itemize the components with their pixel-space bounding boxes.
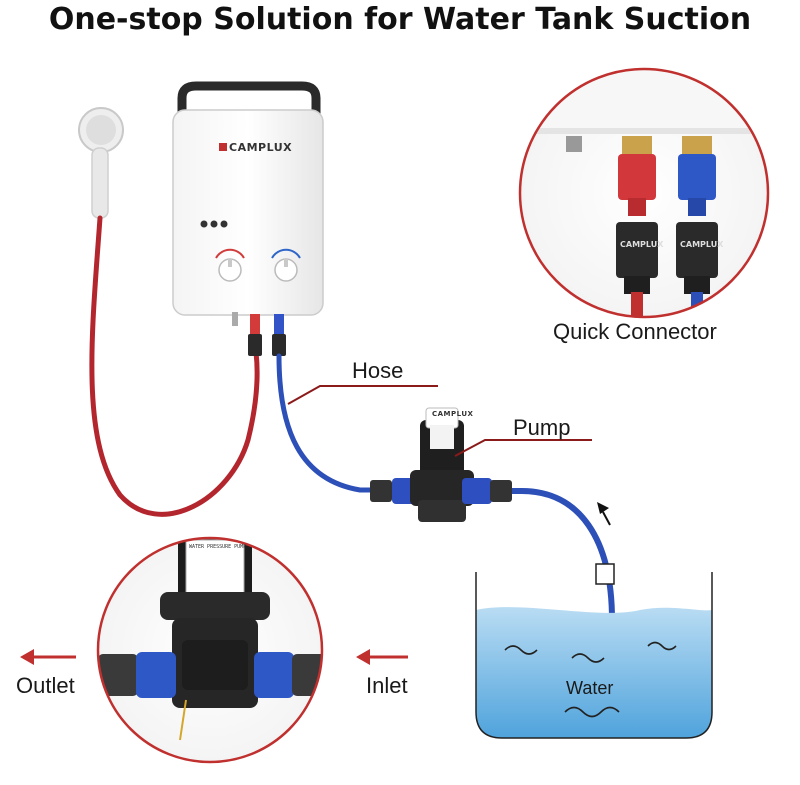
quick-connector-detail <box>520 60 780 332</box>
outlet-label: Outlet <box>16 673 75 699</box>
outlet-arrow-icon <box>20 649 76 665</box>
pump-detail <box>98 536 334 762</box>
water-label: Water <box>566 678 613 699</box>
flow-direction-arrow-icon <box>597 502 610 525</box>
hose-label: Hose <box>352 358 403 384</box>
connector-brand-label-left: CAMPLUX <box>620 240 663 249</box>
pump-leader-line <box>455 440 592 456</box>
pump-brand-label: CAMPLUX <box>432 410 473 418</box>
heater-brand-label: CAMPLUX <box>229 141 292 154</box>
inlet-label: Inlet <box>366 673 408 699</box>
connector-brand-label-right: CAMPLUX <box>680 240 723 249</box>
water-tank <box>476 564 712 738</box>
inline-pump <box>370 408 512 522</box>
pump-label: Pump <box>513 415 570 441</box>
shower-head-icon <box>79 108 123 218</box>
quick-connector-label: Quick Connector <box>553 319 717 345</box>
brand-logo-icon <box>219 143 227 151</box>
pump-plate-heading: WATER PRESSURE PUMP <box>189 544 246 550</box>
hose-leader-line <box>288 386 438 404</box>
inlet-arrow-icon <box>356 649 408 665</box>
